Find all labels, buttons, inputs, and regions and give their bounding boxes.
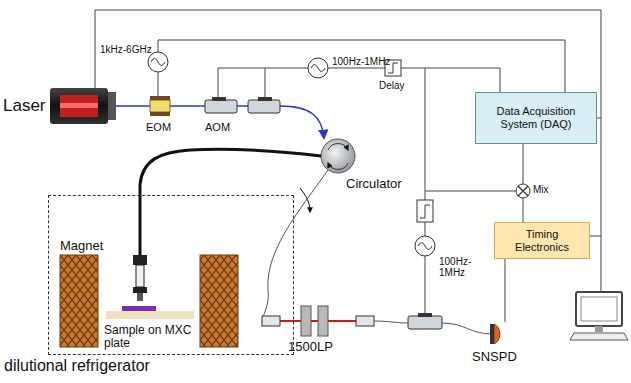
part-label: SNSPD [472,350,517,364]
part-label: 100Hz-1MHz [332,56,390,67]
laser-illustration [50,88,116,124]
magnet-coil [60,255,98,347]
aom-symbols [205,97,442,329]
computer-icon [570,292,628,340]
mxc-plate [106,311,194,319]
part-label: Delay [379,80,405,91]
circulator-symbol [321,139,355,173]
signal-connector [523,144,524,222]
region-caption: dilutional refrigerator [4,357,150,375]
part-label: Mix [533,184,549,195]
eom-symbol [150,96,170,116]
snspd-detector [490,324,500,344]
part-label: Circulator [346,177,402,191]
part-label: 100Hz-1MHz [439,256,483,278]
filter-assembly [262,306,374,336]
part-label: EOM [146,121,171,133]
sample [122,306,156,311]
box-label: Data Acquisition System (DAQ) [476,103,596,132]
magnet-coil [200,255,238,347]
part-label: 1500LP [288,340,333,354]
box-label: Timing Electronics [495,226,589,255]
probe [133,255,147,301]
part-label: Laser [3,97,46,116]
part-label: AOM [205,121,230,133]
daq-box: Data Acquisition System (DAQ) [475,92,597,144]
mixer-symbol [516,184,530,198]
timing-box: Timing Electronics [494,222,590,259]
signal-wires [95,10,601,322]
part-label: 1kHz-6GHz [100,44,152,55]
part-label: Sample on MXC plate [104,324,199,350]
part-label: Magnet [60,239,103,253]
